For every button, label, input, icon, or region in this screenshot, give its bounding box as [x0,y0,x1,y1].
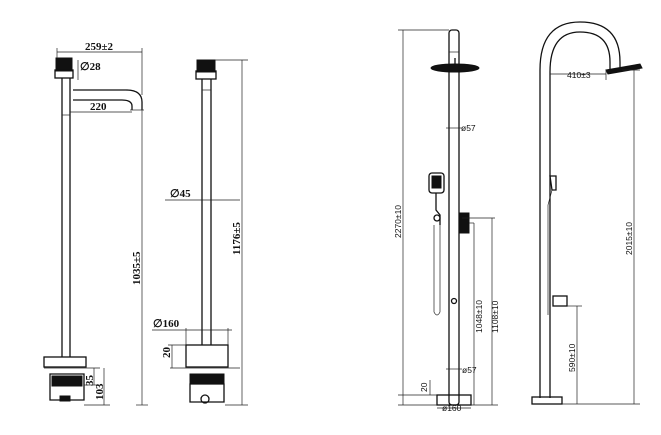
dim-width-total: 259±2 [85,41,114,53]
base-plate [43,356,87,368]
shower-hose [433,225,441,316]
spout [73,89,143,110]
dim-valve-height: 590±10 [567,343,577,372]
bath-filler-front-view: 259±2 ∅28 220 1035±5 35 103 [43,41,148,406]
dim-base-height-35: 35 [84,375,96,387]
arched-pipe [539,21,621,398]
shower-column-front-view: ø57 2270±10 1048±10 1108±10 ø57 20 ø160 [393,29,500,413]
side-hand-shower [549,175,557,191]
dim-height-b: 1108±10 [490,300,500,333]
shower-head [430,63,480,73]
dim-arm-reach: 410±3 [567,70,591,80]
dim-handle-diameter: ∅28 [80,61,101,73]
dim-base-height-103: 103 [94,383,106,400]
base-rough-in [51,375,83,387]
side-handle-knob [196,59,216,73]
side-base [531,396,563,405]
handle-knob [55,57,73,72]
shower-column-side-view: 410±3 2015±10 590±10 [531,21,643,405]
dim-side-height-total: 1176±5 [231,222,243,255]
dim-base-diameter: ∅160 [153,318,180,330]
bath-filler-side-view: ∅45 1176±5 ∅160 20 [152,59,248,406]
dim-height-total: 1035±5 [131,251,143,285]
dim-height-a: 1048±10 [474,300,484,333]
side-base-block [189,373,225,385]
dim-shower-height: 2015±10 [624,222,634,255]
dim-total-height: 2270±10 [393,205,403,238]
side-valve [552,295,568,307]
dim-pipe-diameter: ∅45 [170,188,191,200]
dim-base-diameter-right: ø160 [442,403,462,413]
dim-base-plate-height: 20 [161,347,173,359]
shower-pipe [448,29,460,406]
side-shower-head [605,63,643,75]
dim-spout-reach: 220 [90,101,107,113]
dim-plate-height: 20 [419,382,429,392]
side-base-plate [185,344,229,368]
diverter-valve [458,212,470,234]
shower-base-plate [436,394,472,406]
dim-pipe-diameter-bottom: ø57 [462,365,477,375]
dim-pipe-diameter-top: ø57 [461,123,476,133]
